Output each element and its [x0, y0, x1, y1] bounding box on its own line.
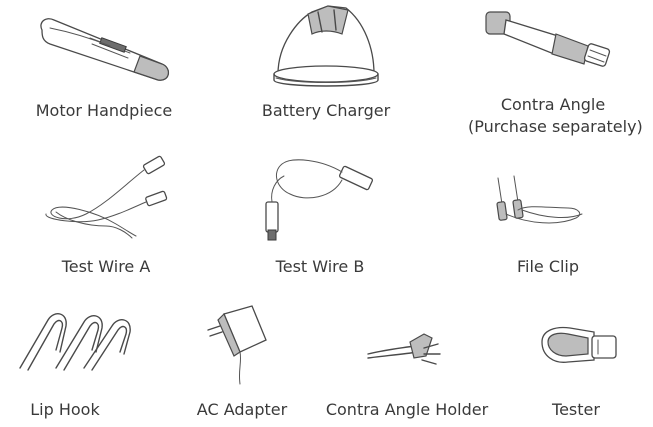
- tester-illustration: [541, 326, 617, 363]
- motor-handpiece-illustration: [40, 18, 169, 81]
- item-label-text: Test Wire B: [275, 257, 365, 276]
- item-label: Battery Charger: [246, 100, 406, 122]
- lip-hook-illustration: [19, 313, 131, 371]
- item-label: Test Wire A: [26, 256, 186, 278]
- battery-charger-illustration: [273, 5, 379, 87]
- item-label-text: Contra Angle Holder: [325, 400, 489, 419]
- item-label: AC Adapter: [172, 399, 312, 421]
- test-wire-b-illustration: [265, 159, 374, 241]
- item-sublabel-text: (Purchase separately): [468, 117, 643, 136]
- item-label-text: Test Wire A: [61, 257, 151, 276]
- test-wire-a-illustration: [45, 155, 168, 239]
- item-label: Contra Angle (Purchase separately): [468, 94, 643, 138]
- contra-angle-holder-illustration: [367, 333, 441, 365]
- file-clip-illustration: [496, 175, 583, 224]
- ac-adapter-illustration: [207, 305, 267, 385]
- item-label-text: File Clip: [516, 257, 580, 276]
- item-label-text: Contra Angle: [500, 95, 606, 114]
- item-label-text: Motor Handpiece: [35, 101, 173, 120]
- item-label: File Clip: [468, 256, 628, 278]
- item-label: Tester: [516, 399, 636, 421]
- item-label: Motor Handpiece: [24, 100, 184, 122]
- contra-angle-illustration: [485, 11, 611, 67]
- item-label: Lip Hook: [0, 399, 130, 421]
- item-label-text: AC Adapter: [196, 400, 288, 419]
- item-label-text: Battery Charger: [261, 101, 391, 120]
- item-label-text: Lip Hook: [30, 400, 100, 419]
- item-label-text: Tester: [552, 400, 600, 419]
- item-label: Contra Angle Holder: [322, 399, 492, 421]
- item-label: Test Wire B: [240, 256, 400, 278]
